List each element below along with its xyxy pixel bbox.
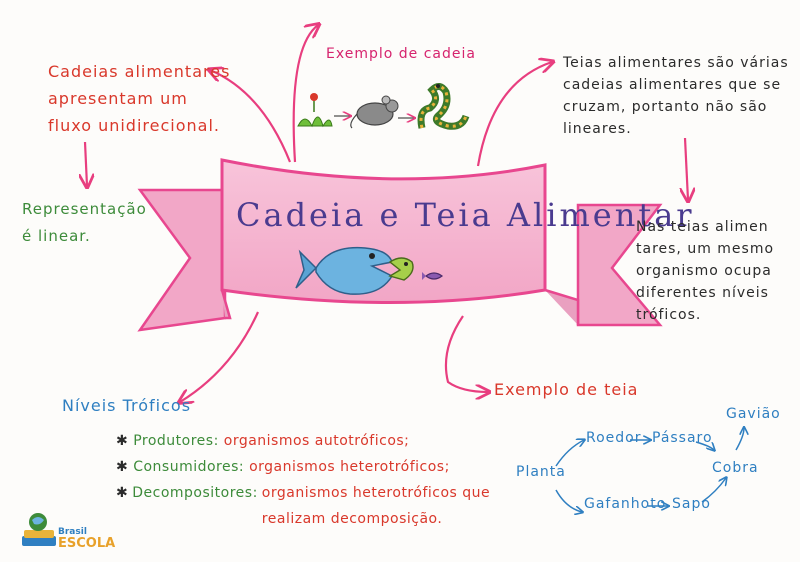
logo-icon <box>22 513 56 546</box>
chain-example-drawing <box>297 83 470 130</box>
web-arrows <box>555 428 744 512</box>
web-node-planta: Planta <box>516 464 566 480</box>
trophic-item: ✱ Consumidores: organismos heterotrófico… <box>116 459 450 475</box>
trophic-term: Decompositores: <box>132 485 258 501</box>
trophic-desc: organismos heterotróficos que realizam d… <box>261 485 491 527</box>
right-note-webs: Teias alimentares são várias cadeias ali… <box>563 55 789 137</box>
banner-ribbon <box>137 158 663 332</box>
trophic-desc: organismos autotróficos; <box>223 433 410 449</box>
web-node-gaviao: Gavião <box>726 406 781 422</box>
connector-arrows <box>85 25 688 402</box>
logo-line1: Brasil <box>58 527 87 537</box>
trophic-item: ✱ Produtores: organismos autotróficos; <box>116 433 410 449</box>
trophic-term: Consumidores: <box>133 459 245 475</box>
left-note-linear: Representação é linear. <box>22 200 147 245</box>
trophic-term: Produtores: <box>133 433 219 449</box>
web-node-passaro: Pássaro <box>652 430 713 446</box>
fish-icon <box>295 246 444 295</box>
brand-logo: Brasil ESCOLA <box>58 526 115 550</box>
web-node-gafanhoto: Gafanhoto <box>584 496 667 512</box>
web-node-cobra: Cobra <box>712 460 759 476</box>
web-node-sapo: Sapo <box>672 496 711 512</box>
trophic-desc: organismos heterotróficos; <box>249 459 450 475</box>
trophic-item: ✱ Decompositores: organismos heterotrófi… <box>116 480 490 532</box>
logo-line2: ESCOLA <box>58 536 116 551</box>
trophic-list: ✱ Produtores: organismos autotróficos; ✱… <box>116 428 490 532</box>
right-note-trophic: Nas teias alimen tares, um mesmo organis… <box>636 219 775 323</box>
left-note-unidirectional: Cadeias alimentares apresentam um fluxo … <box>48 62 231 135</box>
web-node-roedor: Roedor <box>586 430 642 446</box>
chain-example-label: Exemplo de cadeia <box>326 46 476 62</box>
web-example-label: Exemplo de teia <box>494 380 639 399</box>
page-title: Cadeia e Teia Alimentar <box>236 196 695 234</box>
trophic-heading: Níveis Tróficos <box>62 396 192 415</box>
